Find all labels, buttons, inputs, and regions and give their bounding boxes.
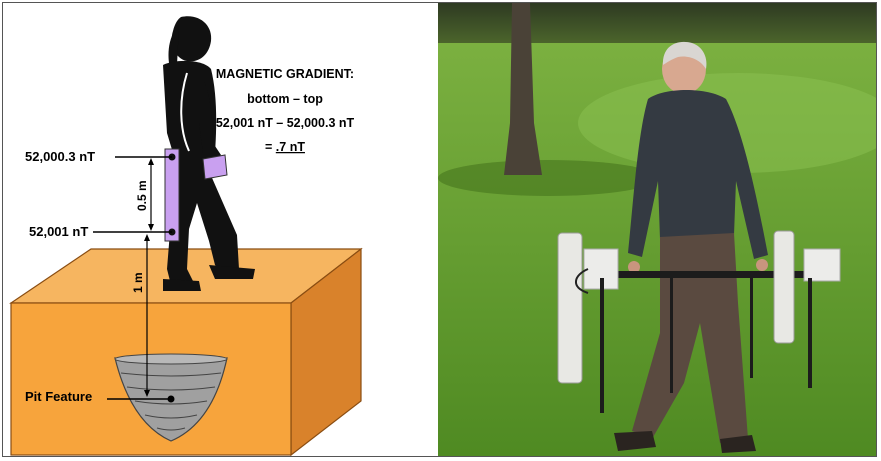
surveyor-left-shoe	[614, 431, 656, 451]
depth-arrowhead-top	[144, 234, 150, 241]
sensor-separation-label: 0.5 m	[135, 180, 149, 211]
field-survey-photo	[438, 3, 876, 456]
right-electronics-box	[803, 248, 841, 282]
gradient-result-prefix: =	[265, 140, 276, 154]
gradient-formula: bottom – top	[247, 92, 323, 106]
gradiometer-electronics-box	[202, 154, 228, 180]
right-back-leg	[750, 278, 753, 378]
gradiometer-diagram: Pit Feature 52,000.3 nT 52,001 nT 0.5 m	[3, 3, 435, 456]
surveyor-right-hand	[756, 259, 768, 271]
photo-canvas	[438, 3, 876, 456]
right-sensor-tube	[773, 230, 795, 344]
gradient-heading: MAGNETIC GRADIENT:	[216, 67, 354, 81]
left-front-leg	[600, 278, 604, 413]
left-back-leg	[670, 278, 673, 393]
pit-feature-label: Pit Feature	[25, 389, 92, 404]
gradient-result: = .7 nT	[265, 140, 305, 154]
surveyor-left-hand	[628, 261, 640, 273]
gradient-result-value: .7 nT	[276, 140, 306, 154]
surveyor	[614, 41, 768, 453]
operator-arm-outline	[180, 72, 190, 152]
depth-arrowhead-bottom	[144, 390, 150, 397]
ground-clearance-label: 1 m	[131, 272, 145, 293]
top-sensor-reading: 52,000.3 nT	[25, 149, 95, 164]
separation-arrowhead-top	[148, 158, 154, 165]
separation-arrowhead-bottom	[148, 224, 154, 231]
operator-silhouette	[163, 16, 255, 291]
surveyor-hair	[662, 41, 707, 69]
gradiometer-handle-bar	[588, 271, 820, 278]
right-front-leg	[808, 278, 812, 388]
surveyor-right-shoe	[720, 435, 756, 453]
tree-shadow	[438, 160, 658, 196]
gradiometer-frame	[557, 230, 841, 413]
gradient-calculation: 52,001 nT – 52,000.3 nT	[216, 116, 355, 130]
left-sensor-tube	[557, 232, 583, 384]
tree-trunk	[504, 3, 542, 175]
surveyor-sweater	[628, 90, 768, 259]
surveyor-trousers	[632, 233, 748, 443]
gradiometer-bar	[164, 148, 180, 242]
diagram-canvas: Pit Feature 52,000.3 nT 52,001 nT 0.5 m	[9, 16, 363, 456]
sensor-cable	[575, 268, 589, 294]
bottom-sensor-reading: 52,001 nT	[29, 224, 88, 239]
